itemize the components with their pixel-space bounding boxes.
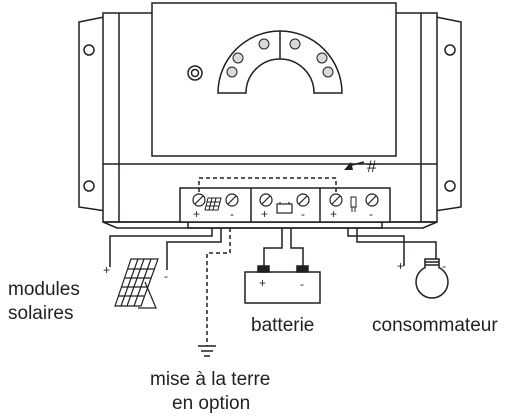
modules-label-line1: modules — [8, 279, 80, 300]
solar-panel-small-icon — [204, 197, 222, 211]
led-icon — [322, 66, 334, 78]
solar-plus-sign: + — [103, 263, 110, 277]
hash-label: # — [367, 157, 377, 176]
battery-icon — [244, 265, 321, 304]
solar-minus-sign: - — [164, 269, 168, 283]
front-panel — [151, 2, 397, 157]
led-arc — [217, 30, 343, 94]
wire-battery — [263, 228, 304, 266]
wire-solar — [109, 228, 222, 270]
bulb-small-icon — [350, 196, 357, 212]
knob-icon — [187, 65, 203, 81]
battery-minus-sign: - — [300, 277, 304, 291]
load-plus-sign: + — [397, 259, 404, 273]
solar-panel-icon — [114, 258, 159, 309]
load-label: consommateur — [372, 315, 498, 336]
terminal-plus-sign: + — [330, 207, 337, 221]
led-icon — [232, 52, 244, 64]
terminal-minus-sign: - — [301, 207, 305, 221]
terminal-minus-sign: - — [369, 207, 373, 221]
terminal-minus-sign: - — [230, 207, 234, 221]
arrow-icon — [344, 161, 365, 170]
load-minus-sign: - — [442, 259, 446, 273]
ground-label-line1: mise à la terre — [150, 369, 271, 390]
battery-plus-sign: + — [259, 276, 266, 290]
led-icon — [258, 38, 270, 50]
ground-label-line2: en option — [172, 393, 251, 414]
modules-label-line2: solaires — [8, 303, 74, 324]
ground-icon — [198, 345, 216, 357]
wire-ground-dashed — [206, 228, 231, 346]
led-icon — [316, 52, 328, 64]
wire-load — [347, 228, 437, 266]
internal-link-dashed — [198, 177, 337, 192]
terminal-block — [179, 187, 391, 229]
battery-label: batterie — [251, 315, 315, 336]
battery-small-icon — [276, 202, 293, 214]
terminal-plus-sign: + — [193, 207, 200, 221]
terminal-plus-sign: + — [261, 207, 268, 221]
led-icon — [226, 66, 238, 78]
led-icon — [289, 38, 301, 50]
light-bulb-icon — [415, 258, 449, 299]
